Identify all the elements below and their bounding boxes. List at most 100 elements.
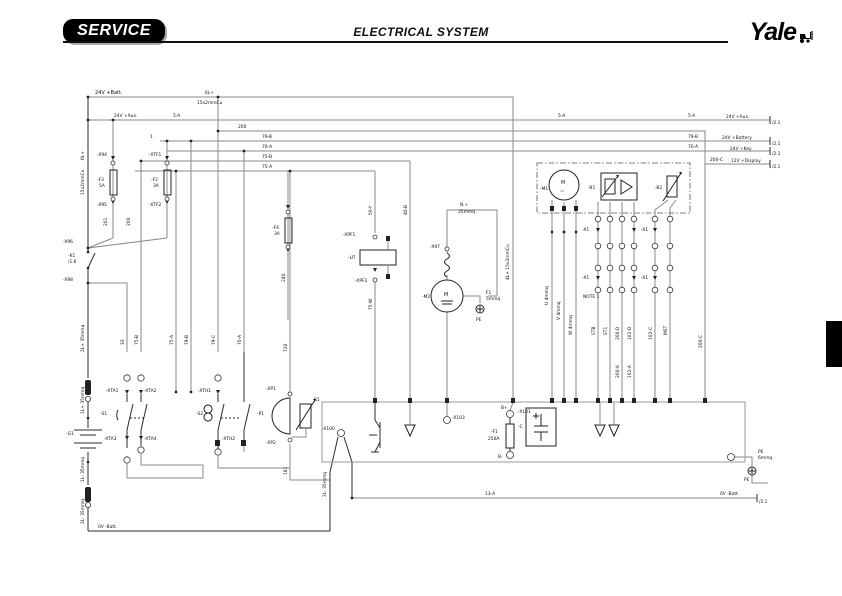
junction-dots <box>86 95 354 500</box>
label-x1-d: -X1 <box>641 275 648 281</box>
label-24v-batt: 24V +Batt. <box>95 90 123 96</box>
label-79b: 79-B <box>262 134 272 140</box>
label-240-rot: 240 <box>281 273 287 282</box>
label-k1-ref: /1.6 <box>68 259 77 265</box>
label-xta1: -XTA1 <box>106 388 119 394</box>
exit-disp-ref: /2.1 <box>772 164 781 170</box>
label-79c-rot: 79-C <box>211 335 217 345</box>
exit-key-label: 24V +Key <box>730 146 752 152</box>
label-102c-rot: 102-C <box>648 327 654 340</box>
switch-s2 <box>203 352 251 456</box>
converter-u7 <box>359 234 397 283</box>
relay-contact-k1 <box>86 250 96 270</box>
label-note1: NOTE 1 <box>583 294 600 300</box>
label-33-rot: 33 <box>120 339 126 345</box>
label-u7: -U7 <box>348 255 356 261</box>
label-m1-ac: ~ <box>560 189 564 195</box>
connector-pin-rows <box>594 215 674 294</box>
label-6l: 6L+ <box>205 90 214 96</box>
label-m1: -M1 <box>540 186 548 192</box>
label-m2: -M2 <box>422 294 430 300</box>
label-201-rot: 201 <box>103 217 109 226</box>
fuse-f2 <box>163 156 172 204</box>
label-4l-rot: 4L+ 15x2mmCu <box>505 244 511 280</box>
exit-batt-ref: /2.1 <box>772 141 781 147</box>
label-xta2: -XTA2 <box>144 388 157 394</box>
label-x1-c: -X1 <box>582 275 589 281</box>
label-xta3: -XTA3 <box>104 436 117 442</box>
label-x95: -X95 <box>97 202 107 208</box>
label-181-rot: 181 <box>283 466 289 475</box>
label-m1-m: M <box>561 180 565 186</box>
exit-batt-label: 24V +Battery <box>722 135 752 141</box>
label-5a-left: 5-A <box>173 113 180 119</box>
label-pe-size: 6mmq <box>758 455 772 461</box>
diagram-labels: 24V +Batt. 6L+ 15x2mmCu 24V +Aux. 5-A 5-… <box>63 90 781 530</box>
label-200a-rot: 200-A <box>615 365 621 378</box>
label-f1-wire: F1 <box>486 290 492 296</box>
label-x1-b: -X1 <box>641 227 648 233</box>
label-stb-rot: STB <box>591 327 597 335</box>
exit-key-ref: /2.1 <box>772 151 781 157</box>
label-720-rot: 720 <box>283 343 289 352</box>
motor-wires <box>446 199 677 398</box>
label-bplus: B+ <box>501 405 508 411</box>
label-200c-rot: 200-C <box>698 335 704 348</box>
label-2lplus: 2L+ 35mmq <box>80 325 86 352</box>
label-200-rot: 200 <box>126 217 132 226</box>
label-s2: -S2 <box>196 411 203 417</box>
label-x101: -X101 <box>518 409 531 415</box>
exit-0v-ref: /2.1 <box>759 499 768 505</box>
label-24v-aux: 24V +Aux. <box>114 113 137 119</box>
label-c: -C <box>518 424 523 430</box>
label-b1: -B1 <box>588 185 595 191</box>
label-st1-rot: ST1 <box>603 327 609 335</box>
exit-5a-wire: 5-A <box>688 113 695 119</box>
label-f1: -F1 <box>491 429 498 435</box>
label-x98: -X98 <box>63 277 73 283</box>
label-f2: -F2 <box>151 177 158 183</box>
label-75a-rot: 75-A <box>169 335 175 345</box>
fuse-f4 <box>284 171 293 320</box>
label-xpf2: -XPF2 <box>355 278 368 284</box>
label-75a: 75-A <box>262 164 272 170</box>
fuse-f3 <box>109 156 118 204</box>
label-f1-rating: 250A <box>488 436 499 442</box>
label-b2: -B2 <box>655 185 662 191</box>
exit-aux-ref: /2.1 <box>772 120 781 126</box>
header-rule <box>63 41 728 43</box>
traction-motor-group <box>536 162 691 234</box>
label-p1: -P1 <box>257 411 264 417</box>
bus-wires <box>88 96 770 402</box>
label-f4-rating: 3A <box>274 231 280 237</box>
label-f3-rating: 5A <box>99 183 105 189</box>
exit-aux-label: 24V +Aux. <box>726 114 749 120</box>
label-2lminus: 2L- 35mmq <box>80 499 86 524</box>
label-f3: -F3 <box>97 177 104 183</box>
exit-79b-wire: 79-B <box>688 134 698 140</box>
battery-g1 <box>74 380 102 508</box>
exit-disp-label: 12V +Display <box>731 158 761 164</box>
label-x94: -X94 <box>97 152 107 158</box>
bottom-wires <box>329 436 768 531</box>
label-nplus-size: 35mmq <box>458 209 475 215</box>
forklift-icon <box>800 31 813 43</box>
label-x1-a: -X1 <box>582 227 589 233</box>
label-g1: -G1 <box>66 431 74 437</box>
yale-logo-text: Yale <box>749 18 797 46</box>
label-nplus: N.+ <box>460 202 469 208</box>
label-x97: -X97 <box>430 244 440 250</box>
label-6l-size: 15x2mmCu <box>197 100 223 106</box>
label-v-phase: V 4mmq <box>556 301 562 320</box>
label-pe-bottom: PE <box>744 477 750 483</box>
label-f4: -F4 <box>272 225 279 231</box>
label-5a-mid: 5-A <box>558 113 565 119</box>
label-s1: -S1 <box>100 411 107 417</box>
label-f1-size: 5mmq <box>486 296 500 302</box>
page-edge-tab <box>826 321 842 367</box>
label-xtf2: -XTF2 <box>149 202 162 208</box>
label-70a-rot: 70-A <box>237 335 243 345</box>
label-x96: -X96 <box>63 239 73 245</box>
label-6l-size-rot: 15x2mmCu <box>80 169 86 195</box>
